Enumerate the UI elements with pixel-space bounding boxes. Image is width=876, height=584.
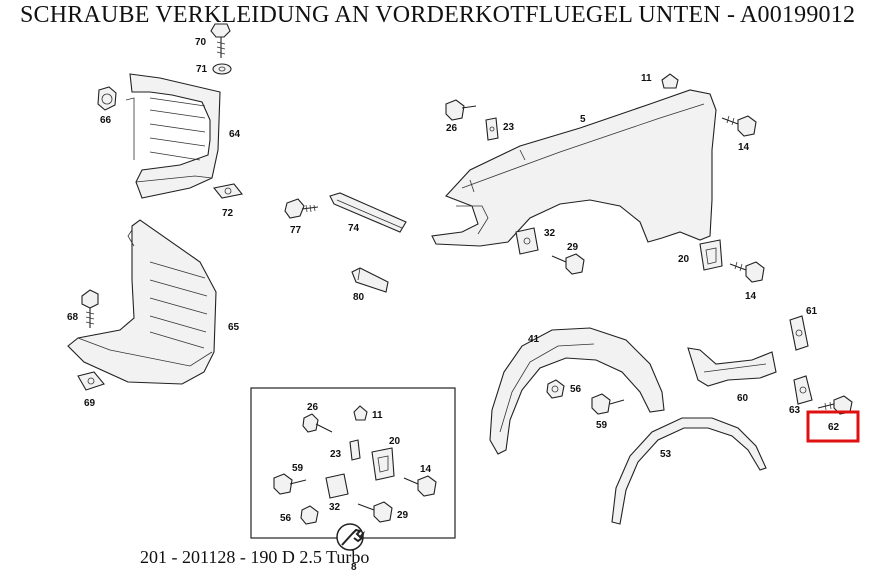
inset-label-11[interactable]: 11 [372, 410, 383, 421]
screw-26-drawing[interactable] [445, 99, 477, 121]
part-label-23[interactable]: 23 [503, 122, 515, 133]
trim-53-drawing[interactable] [611, 417, 767, 525]
inset-label-32[interactable]: 32 [329, 502, 341, 513]
part-label-72[interactable]: 72 [222, 208, 234, 219]
part-label-74[interactable]: 74 [348, 223, 360, 234]
inset-nut-56-drawing[interactable] [300, 505, 319, 525]
clip-20-drawing[interactable] [699, 239, 723, 271]
part-label-53[interactable]: 53 [660, 449, 672, 460]
part-label-64[interactable]: 64 [229, 129, 241, 140]
part-label-20[interactable]: 20 [678, 254, 690, 265]
part-label-70[interactable]: 70 [195, 37, 207, 48]
part-label-68[interactable]: 68 [67, 312, 79, 323]
inset-screw-59-drawing[interactable] [273, 473, 307, 495]
inset-label-14[interactable]: 14 [420, 464, 432, 475]
part-label-69[interactable]: 69 [84, 398, 96, 409]
part-label-66[interactable]: 66 [100, 115, 112, 126]
part-label-63[interactable]: 63 [789, 405, 801, 416]
clip-32-drawing[interactable] [515, 227, 539, 255]
part-label-80[interactable]: 80 [353, 292, 365, 303]
trim-60-drawing[interactable] [687, 347, 777, 387]
clip-72-drawing[interactable] [213, 183, 243, 199]
inset-label-23[interactable]: 23 [330, 449, 342, 460]
part-label-60[interactable]: 60 [737, 393, 749, 404]
strip-74-drawing[interactable] [329, 192, 407, 233]
screw-29-drawing[interactable] [551, 253, 585, 275]
part-label-26[interactable]: 26 [446, 123, 458, 134]
inset-screw-26-drawing[interactable] [302, 413, 333, 433]
screw-14-lower-drawing[interactable] [729, 261, 765, 283]
part-label-5[interactable]: 5 [580, 114, 586, 125]
block-80-drawing[interactable] [351, 267, 389, 293]
washer-71-drawing[interactable] [212, 63, 232, 75]
part-label-29[interactable]: 29 [567, 242, 579, 253]
screw-68-drawing[interactable] [81, 289, 99, 328]
inset-clip-23-drawing[interactable] [349, 439, 361, 461]
part-label-41[interactable]: 41 [528, 334, 540, 345]
splash-shield-64-drawing[interactable] [125, 73, 221, 199]
part-label-14-lower[interactable]: 14 [745, 291, 757, 302]
clip-63-drawing[interactable] [793, 375, 813, 405]
inset-label-20[interactable]: 20 [389, 436, 401, 447]
fender-5-drawing[interactable] [431, 89, 717, 247]
page-title: SCHRAUBE VERKLEIDUNG AN VORDERKOTFLUEGEL… [20, 2, 856, 28]
screw-70-drawing[interactable] [210, 23, 231, 58]
part-label-59[interactable]: 59 [596, 420, 608, 431]
inset-label-26[interactable]: 26 [307, 402, 319, 413]
part-label-77[interactable]: 77 [290, 225, 302, 236]
inset-clip-20-drawing[interactable] [371, 447, 395, 481]
part-label-65[interactable]: 65 [228, 322, 240, 333]
inset-clip-32-drawing[interactable] [325, 473, 349, 499]
highlight-box-62 [806, 410, 860, 443]
diagram-caption: 201 - 201128 - 190 D 2.5 Turbo [140, 547, 370, 567]
part-label-14-upper[interactable]: 14 [738, 142, 750, 153]
liner-41-drawing[interactable] [489, 327, 665, 455]
part-label-11[interactable]: 11 [641, 73, 652, 84]
part-label-61[interactable]: 61 [806, 306, 818, 317]
part-label-56[interactable]: 56 [570, 384, 582, 395]
part-label-71[interactable]: 71 [196, 64, 208, 75]
inset-screw-29-drawing[interactable] [357, 501, 393, 523]
clip-69-drawing[interactable] [77, 371, 105, 391]
part-label-32[interactable]: 32 [544, 228, 556, 239]
screw-14-upper-drawing[interactable] [721, 115, 757, 137]
clip-61-drawing[interactable] [789, 315, 809, 351]
inset-label-8[interactable]: 8 [351, 562, 357, 573]
splash-shield-65-drawing[interactable] [67, 219, 217, 385]
part-label-62[interactable]: 62 [828, 422, 840, 433]
screw-59-drawing[interactable] [591, 393, 625, 415]
inset-clip-11-drawing[interactable] [353, 405, 368, 421]
nut-56-drawing[interactable] [546, 379, 565, 399]
inset-label-56[interactable]: 56 [280, 513, 292, 524]
inset-screw-14-drawing[interactable] [403, 475, 437, 497]
clip-23-drawing[interactable] [485, 117, 499, 141]
clip-11-drawing[interactable] [661, 73, 679, 89]
small-parts-inset [250, 387, 456, 551]
nut-66-drawing[interactable] [97, 86, 117, 111]
tool-8-icon[interactable] [336, 523, 365, 551]
screw-77-drawing[interactable] [284, 198, 319, 219]
inset-label-59[interactable]: 59 [292, 463, 304, 474]
inset-label-29[interactable]: 29 [397, 510, 409, 521]
